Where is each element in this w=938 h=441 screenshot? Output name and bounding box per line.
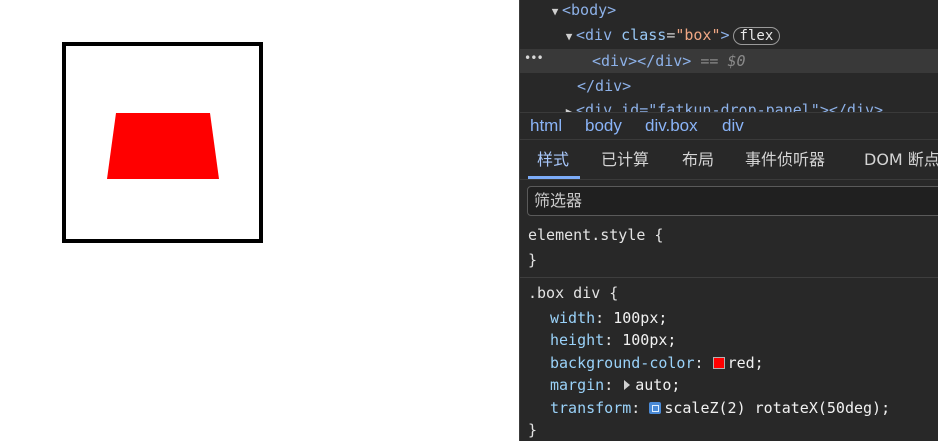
elements-dom-tree: ▼<body> ▼<div class="box">flex ••• <div>… <box>520 0 938 112</box>
tag-div-close: </div> <box>577 77 632 95</box>
active-tab-indicator <box>528 176 580 179</box>
attr-class-name: class <box>621 26 667 44</box>
tag-div-open: <div <box>576 26 613 44</box>
tag-selected-div: <div></div> <box>592 52 692 70</box>
declaration-width[interactable]: width: 100px; <box>550 309 668 327</box>
rule-selector[interactable]: .box div { <box>528 284 619 302</box>
prop-name[interactable]: transform <box>550 399 632 417</box>
prop-value[interactable]: 100px; <box>613 309 668 327</box>
collapse-triangle-icon[interactable]: ▼ <box>565 30 573 43</box>
breadcrumb: html body div.box div <box>520 112 938 140</box>
tag-fatkun-div: <div id="fatkun-drop-panel"></div> <box>576 101 884 112</box>
breadcrumb-div-box[interactable]: div.box <box>645 116 698 135</box>
tab-computed[interactable]: 已计算 <box>601 150 650 169</box>
declaration-background-color[interactable]: background-color: red; <box>550 354 764 372</box>
prop-value[interactable]: red; <box>727 354 764 372</box>
page-preview <box>62 42 263 243</box>
attr-equals: = <box>666 26 676 44</box>
breadcrumb-body[interactable]: body <box>585 116 622 135</box>
styles-tab-bar: 样式 已计算 布局 事件侦听器 DOM 断点 <box>520 140 938 180</box>
collapse-triangle-icon[interactable]: ▼ <box>551 5 559 18</box>
breadcrumb-html[interactable]: html <box>530 116 563 135</box>
box-container <box>62 42 263 243</box>
dom-node-body[interactable]: ▼<body> <box>520 0 938 22</box>
dom-node-div-close[interactable]: </div> <box>520 74 938 98</box>
tag-body: <body> <box>562 1 617 19</box>
tab-event-listeners[interactable]: 事件侦听器 <box>745 150 826 169</box>
element-style-close: } <box>528 251 538 269</box>
prop-value[interactable]: 100px; <box>622 331 677 349</box>
more-options-icon[interactable]: ••• <box>524 51 544 65</box>
rule-close: } <box>528 421 538 439</box>
styles-pane: element.style { } .box div { width: 100p… <box>520 222 938 441</box>
prop-name[interactable]: width <box>550 309 596 327</box>
prop-name[interactable]: background-color <box>550 354 695 372</box>
expander-triangle-icon[interactable] <box>624 380 631 390</box>
dom-node-fatkun-panel[interactable]: ▶<div id="fatkun-drop-panel"></div> <box>520 98 938 112</box>
flex-badge[interactable]: flex <box>732 27 781 45</box>
element-style-selector[interactable]: element.style { <box>528 226 664 244</box>
devtools-panel: ▼<body> ▼<div class="box">flex ••• <div>… <box>519 0 938 441</box>
declaration-transform[interactable]: transform: scaleZ(2) rotateX(50deg); <box>550 399 891 417</box>
dom-node-selected-div[interactable]: ••• <div></div> == $0 <box>520 49 938 73</box>
declaration-margin[interactable]: margin: auto; <box>550 376 681 394</box>
filter-input[interactable]: 筛选器 <box>527 186 938 216</box>
transformed-red-div <box>107 113 219 179</box>
tag-bracket: > <box>720 26 730 44</box>
expand-triangle-icon[interactable]: ▶ <box>565 105 573 112</box>
prop-name[interactable]: margin <box>550 376 605 394</box>
prop-value[interactable]: scaleZ(2) rotateX(50deg); <box>664 399 891 417</box>
tab-dom-breakpoints[interactable]: DOM 断点 <box>864 150 938 169</box>
attr-class-value[interactable]: "box" <box>675 26 721 44</box>
color-swatch-icon[interactable] <box>712 357 725 369</box>
tab-layout[interactable]: 布局 <box>682 150 715 169</box>
dom-node-div-box[interactable]: ▼<div class="box">flex <box>520 23 938 47</box>
cube-icon[interactable] <box>649 402 662 414</box>
declaration-height[interactable]: height: 100px; <box>550 331 677 349</box>
rule-divider <box>520 277 938 278</box>
breadcrumb-div[interactable]: div <box>722 116 744 135</box>
selected-element-marker: == $0 <box>700 52 746 70</box>
prop-name[interactable]: height <box>550 331 605 349</box>
prop-value[interactable]: auto; <box>635 376 681 394</box>
tab-styles[interactable]: 样式 <box>537 150 570 169</box>
